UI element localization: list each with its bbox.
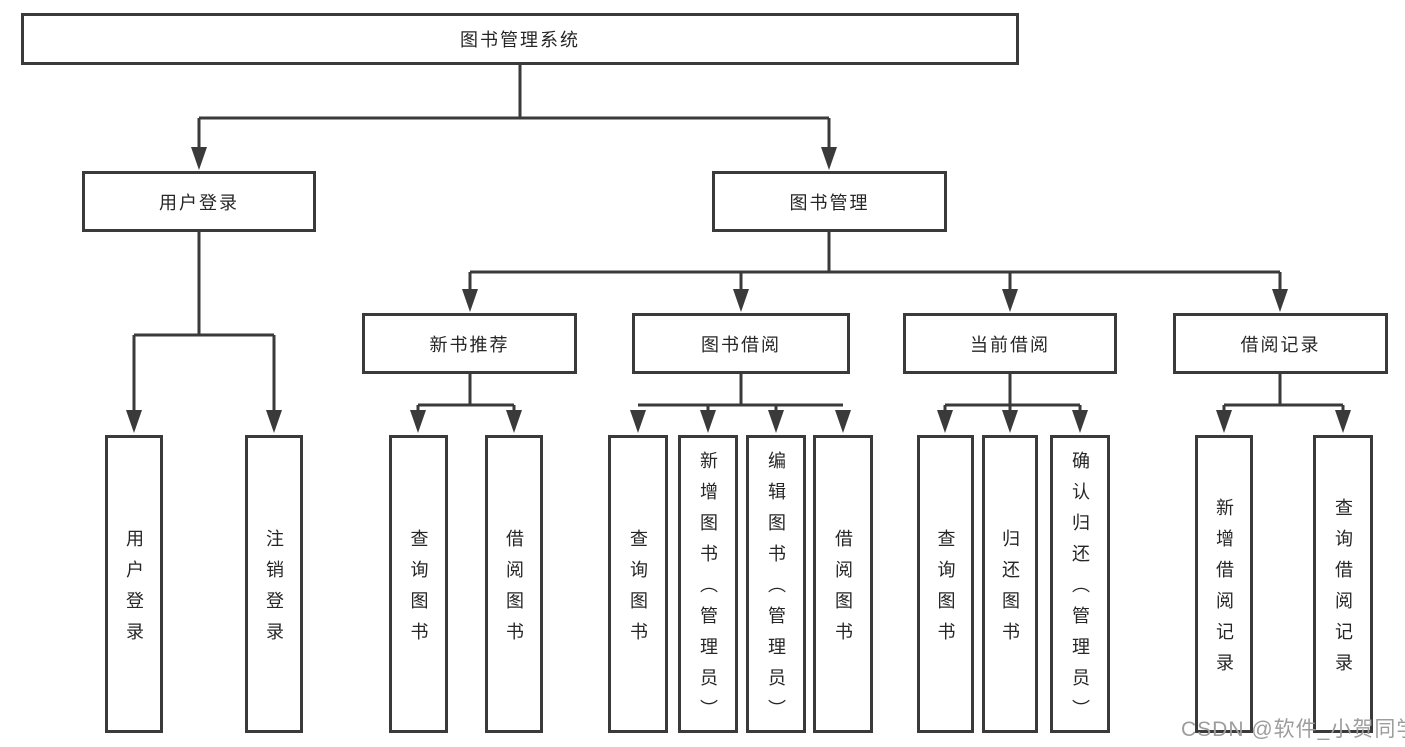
leaf-borrow-books-recommend-label: 借阅图书 — [504, 528, 524, 653]
leaf-query-books-borrow-label: 查询图书 — [628, 528, 648, 653]
leaf-user-login: 用户登录 — [105, 435, 163, 733]
leaf-borrow-books: 借阅图书 — [813, 435, 873, 733]
leaf-logout-label: 注销登录 — [264, 528, 284, 653]
node-current-borrowing: 当前借阅 — [903, 313, 1117, 374]
node-root: 图书管理系统 — [21, 13, 1019, 65]
leaf-add-books-admin: 新增图书（管理员） — [678, 435, 738, 733]
arrowheads — [126, 147, 1351, 433]
leaf-query-borrow-record: 查询借阅记录 — [1313, 435, 1373, 733]
leaf-confirm-return-admin-label: 确认归还（管理员） — [1070, 451, 1090, 730]
node-new-book-recommendation-label: 新书推荐 — [429, 334, 510, 355]
node-borrowing-records-label: 借阅记录 — [1240, 334, 1321, 355]
watermark: CSDN @软件_小贺同学 — [1181, 718, 1405, 741]
leaf-add-borrow-record: 新增借阅记录 — [1195, 435, 1253, 733]
leaf-borrow-books-label: 借阅图书 — [833, 528, 853, 653]
node-book-management-label: 图书管理 — [789, 192, 870, 213]
leaf-edit-books-admin-label: 编辑图书（管理员） — [766, 451, 786, 730]
node-root-label: 图书管理系统 — [460, 30, 580, 50]
leaf-query-books-current-label: 查询图书 — [935, 528, 956, 653]
leaf-edit-books-admin: 编辑图书（管理员） — [746, 435, 806, 733]
node-current-borrowing-label: 当前借阅 — [970, 334, 1050, 355]
node-new-book-recommendation: 新书推荐 — [362, 313, 577, 374]
leaf-add-borrow-record-label: 新增借阅记录 — [1214, 497, 1234, 684]
leaf-user-login-label: 用户登录 — [124, 528, 144, 653]
node-user-login-label: 用户登录 — [159, 192, 239, 213]
leaf-add-books-admin-label: 新增图书（管理员） — [698, 451, 718, 730]
leaf-query-books-recommend: 查询图书 — [389, 435, 448, 733]
leaf-query-borrow-record-label: 查询借阅记录 — [1333, 497, 1353, 684]
leaf-query-books-current: 查询图书 — [917, 435, 974, 733]
node-borrowing-records: 借阅记录 — [1173, 313, 1388, 374]
leaf-logout: 注销登录 — [245, 435, 303, 733]
leaf-borrow-books-recommend: 借阅图书 — [485, 435, 543, 733]
node-book-management: 图书管理 — [712, 171, 947, 232]
node-user-login: 用户登录 — [82, 171, 316, 232]
leaf-return-books: 归还图书 — [982, 435, 1038, 733]
leaf-confirm-return-admin: 确认归还（管理员） — [1050, 435, 1110, 733]
leaf-query-books-borrow: 查询图书 — [608, 435, 668, 733]
node-book-borrowing-label: 图书借阅 — [701, 334, 781, 355]
leaf-return-books-label: 归还图书 — [1000, 528, 1020, 653]
leaf-query-books-recommend-label: 查询图书 — [408, 528, 429, 653]
node-book-borrowing: 图书借阅 — [632, 313, 850, 374]
